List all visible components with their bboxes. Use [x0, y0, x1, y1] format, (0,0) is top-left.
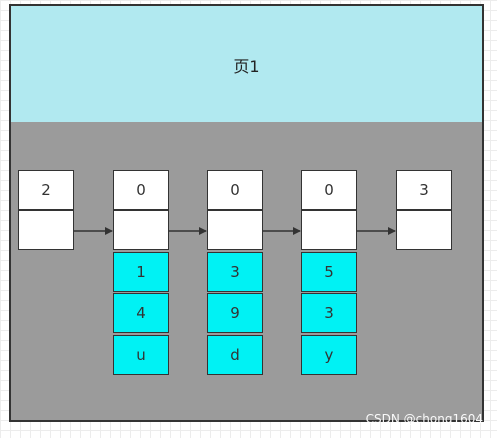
block-header-cell: 0 [301, 170, 357, 210]
page-title: 页1 [233, 57, 260, 76]
record-cell: d [207, 335, 263, 375]
watermark: CSDN @chong1604 [365, 412, 483, 426]
page-header: 页1 [9, 4, 484, 126]
block-header-cell: 0 [113, 170, 169, 210]
block-pointer-cell [207, 210, 263, 250]
record-cell: 9 [207, 293, 263, 333]
block-pointer-cell [18, 210, 74, 250]
block-header-cell: 0 [207, 170, 263, 210]
block-pointer-cell [113, 210, 169, 250]
record-cell: 4 [113, 293, 169, 333]
block-header-cell: 3 [396, 170, 452, 210]
record-cell: 3 [207, 252, 263, 292]
record-cell: 1 [113, 252, 169, 292]
block-header-cell: 2 [18, 170, 74, 210]
record-cell: y [301, 335, 357, 375]
record-cell: 3 [301, 293, 357, 333]
record-cell: 5 [301, 252, 357, 292]
block-pointer-cell [301, 210, 357, 250]
block-pointer-cell [396, 210, 452, 250]
record-cell: u [113, 335, 169, 375]
